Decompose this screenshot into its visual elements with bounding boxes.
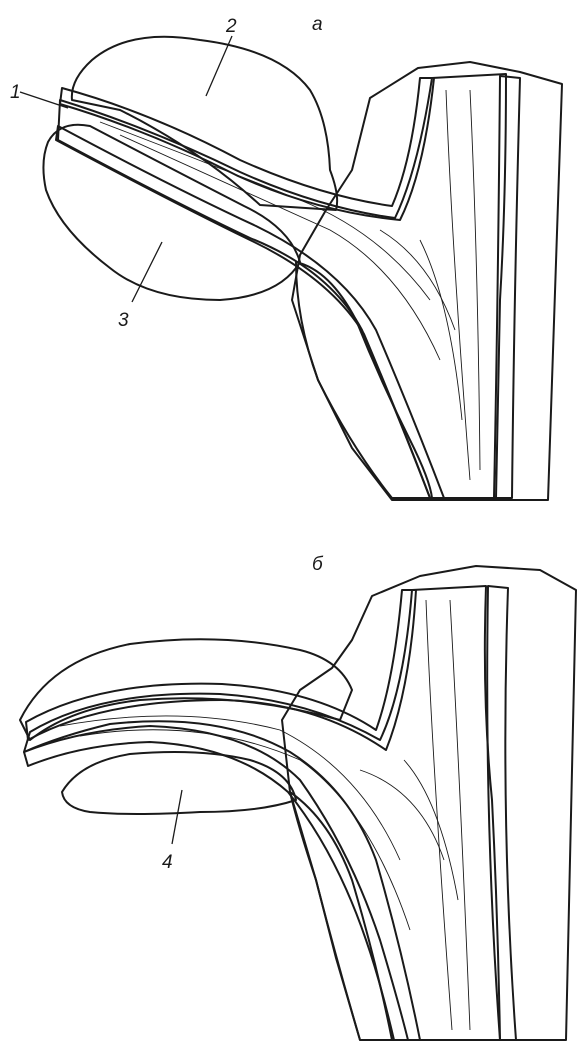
callout-2-leader [206, 36, 232, 96]
panel-a: 1 2 3 а [10, 14, 562, 500]
callout-4-leader [172, 790, 182, 844]
callout-4-label: 4 [162, 852, 173, 873]
stem-parenchyma-lower-b [290, 792, 392, 1040]
panel-b: 4 б [20, 554, 576, 1040]
leaf-parenchyma-upper-a [72, 37, 337, 210]
stem-parenchyma-b [282, 566, 576, 1040]
bundle-sheath-lower-b [24, 726, 408, 1040]
panel-b-label: б [312, 554, 324, 575]
bundle-sheath-right-b [487, 586, 516, 1040]
bud-tissue-a [43, 125, 300, 300]
callout-2-label: 2 [225, 16, 237, 37]
panel-a-label: а [312, 14, 323, 35]
callout-3-label: 3 [118, 310, 129, 331]
callout-1-label: 1 [10, 82, 21, 103]
bundle-sheath-upper-a [60, 78, 434, 220]
